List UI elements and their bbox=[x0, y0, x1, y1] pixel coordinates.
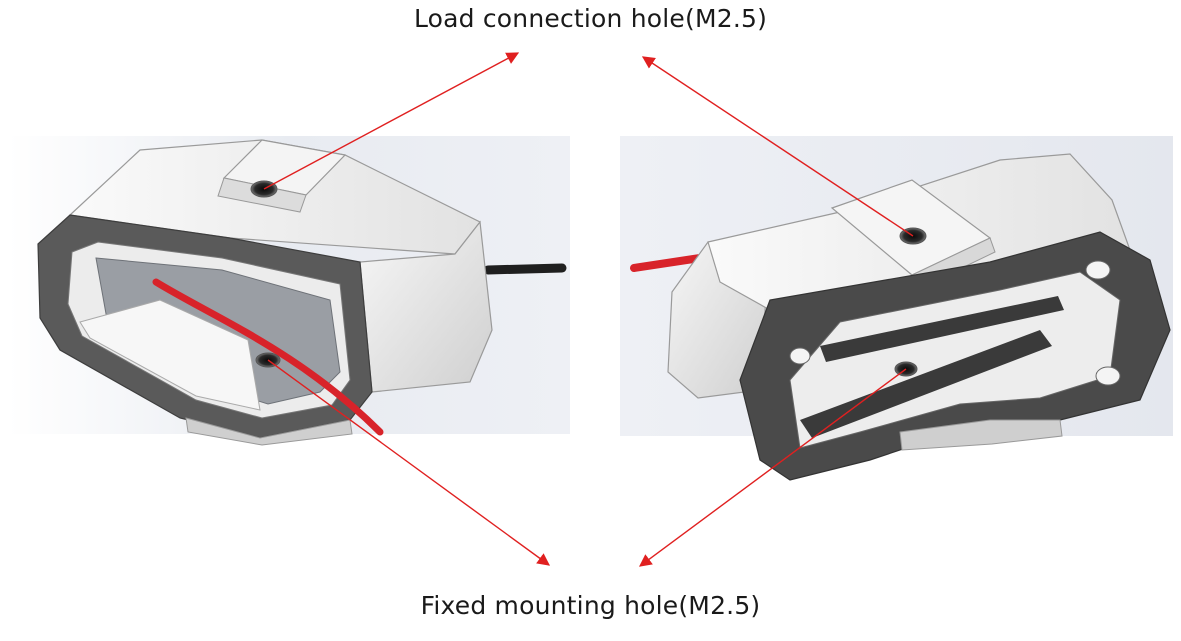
right-load-cell bbox=[630, 153, 1171, 481]
arrow-icon bbox=[638, 368, 907, 567]
arrow-icon bbox=[641, 56, 914, 237]
arrows bbox=[263, 52, 914, 567]
load-connection-hole-label: Load connection hole(M2.5) bbox=[413, 4, 768, 33]
left-red-cable bbox=[152, 278, 384, 436]
arrow-icon bbox=[263, 52, 520, 190]
left-black-cable bbox=[483, 263, 567, 275]
right-red-cable bbox=[630, 254, 704, 272]
arrow-icon bbox=[267, 359, 551, 566]
fixed-mounting-hole-label: Fixed mounting hole(M2.5) bbox=[420, 591, 761, 620]
